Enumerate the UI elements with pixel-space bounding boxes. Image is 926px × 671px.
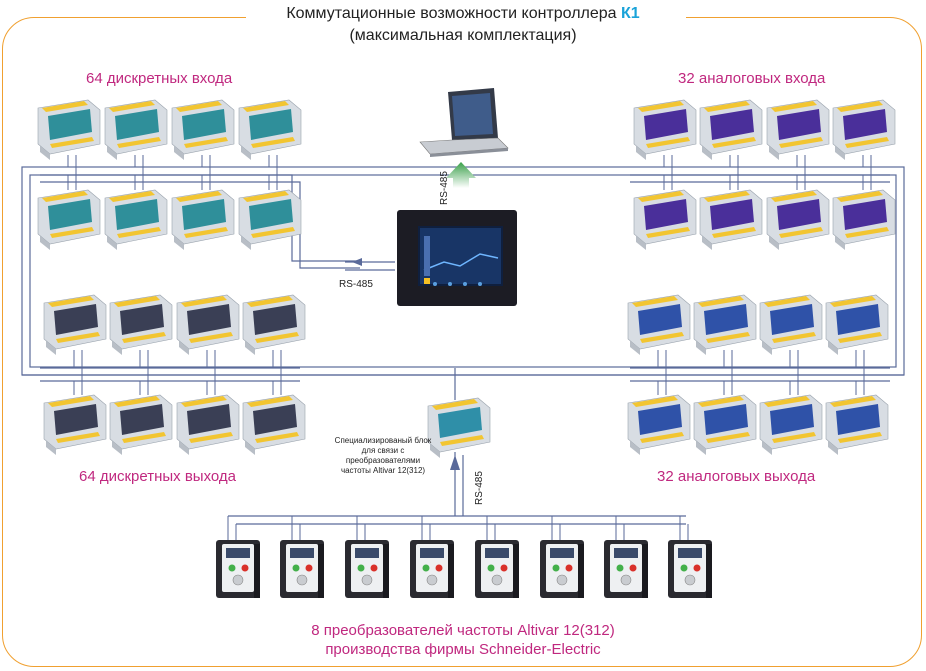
rs485-drives-label: RS-485: [474, 471, 485, 505]
panel-link-arrow: [345, 258, 395, 271]
analog-output-module: [693, 394, 757, 455]
analog-output-module: [825, 394, 889, 455]
title-text: Коммутационные возможности контроллера: [286, 5, 622, 22]
drives-caption-line2: производства фирмы Schneider-Electric: [325, 641, 601, 658]
discrete-output-module: [242, 294, 306, 355]
altivar-drive-icon: [604, 516, 648, 598]
analog-output-module: [627, 394, 691, 455]
analog-output-module: [627, 294, 691, 355]
controller-panel-icon: [397, 210, 517, 306]
label-discrete-inputs: 64 дискретных входа: [86, 70, 233, 87]
analog-output-module: [759, 294, 823, 355]
discrete-output-module: [109, 394, 173, 455]
special-block-note: Специализированый блок для связи с преоб…: [334, 436, 432, 475]
analog-input-module: [633, 99, 697, 160]
module-drop-lines: [67, 155, 872, 395]
discrete-output-module: [43, 294, 107, 355]
drives-link-arrow: [450, 455, 464, 516]
drives-caption-line1: 8 преобразователей частоты Altivar 12(31…: [311, 622, 615, 639]
label-analog-inputs: 32 аналоговых входа: [678, 70, 826, 87]
laptop-icon: [419, 88, 509, 157]
frequency-drives: [216, 516, 712, 598]
altivar-drive-icon: [280, 516, 324, 598]
diagram-subtitle: (максимальная комплектация): [349, 27, 577, 44]
label-discrete-outputs: 64 дискретных выхода: [79, 468, 237, 485]
analog-input-module: [699, 99, 763, 160]
analog-output-module: [759, 394, 823, 455]
discrete-input-module: [171, 189, 235, 250]
laptop-link-arrow: [446, 162, 476, 188]
analog-input-module: [766, 99, 830, 160]
analog-input-module: [832, 189, 896, 250]
label-analog-outputs: 32 аналоговых выхода: [657, 468, 816, 485]
altivar-drive-icon: [216, 516, 260, 598]
discrete-input-module: [37, 99, 101, 160]
discrete-output-module: [176, 394, 240, 455]
rs485-panel-label: RS-485: [339, 279, 373, 290]
discrete-input-module: [37, 189, 101, 250]
altivar-drive-icon: [345, 516, 389, 598]
altivar-drive-icon: [668, 516, 712, 598]
analog-input-module: [832, 99, 896, 160]
title-background: [246, 4, 686, 52]
special-block-module: [427, 397, 491, 458]
discrete-output-module: [242, 394, 306, 455]
discrete-input-module: [238, 99, 302, 160]
analog-output-module: [825, 294, 889, 355]
controller-name: К1: [621, 5, 640, 22]
analog-input-module: [699, 189, 763, 250]
analog-input-module: [766, 189, 830, 250]
discrete-input-module: [104, 189, 168, 250]
analog-input-module: [633, 189, 697, 250]
discrete-input-module: [171, 99, 235, 160]
diagram-title: Коммутационные возможности контроллера К…: [0, 5, 926, 23]
discrete-output-module: [43, 394, 107, 455]
altivar-drive-icon: [410, 516, 454, 598]
discrete-input-module: [238, 189, 302, 250]
altivar-drive-icon: [540, 516, 584, 598]
discrete-input-module: [104, 99, 168, 160]
rs485-laptop-label: RS-485: [439, 171, 450, 205]
altivar-drive-icon: [475, 516, 519, 598]
discrete-output-module: [176, 294, 240, 355]
discrete-output-module: [109, 294, 173, 355]
analog-output-module: [693, 294, 757, 355]
io-modules: [37, 99, 896, 458]
